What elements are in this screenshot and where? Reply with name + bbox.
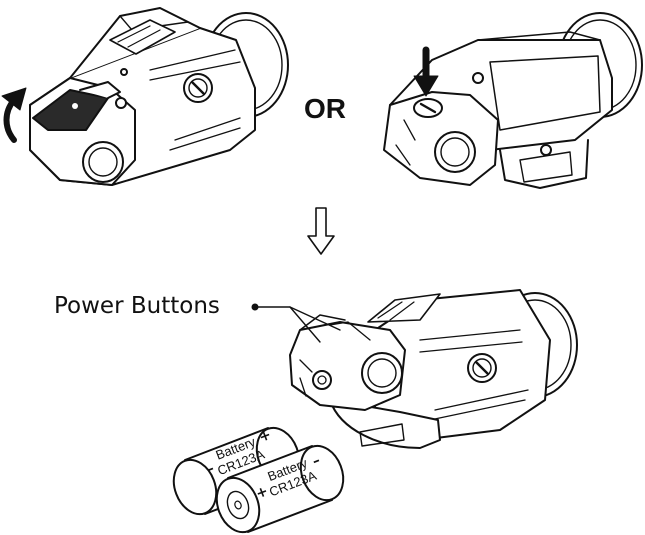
down-outline-arrow-icon — [307, 207, 335, 255]
press-down-arrow-icon — [413, 46, 439, 97]
curved-rotate-arrow-icon — [1, 87, 27, 143]
light-latch-rotate-illustration — [29, 7, 289, 186]
light-press-release-illustration — [383, 12, 643, 189]
light-open-illustration — [289, 289, 578, 449]
power-buttons-callout: Power Buttons — [54, 293, 341, 343]
power-buttons-label: Power Buttons — [54, 293, 220, 319]
battery-2: Battery CR123A + – — [215, 444, 345, 534]
battery-2-plus: + — [254, 483, 271, 502]
or-label: OR — [304, 93, 346, 124]
battery-1-plus: + — [257, 427, 274, 446]
